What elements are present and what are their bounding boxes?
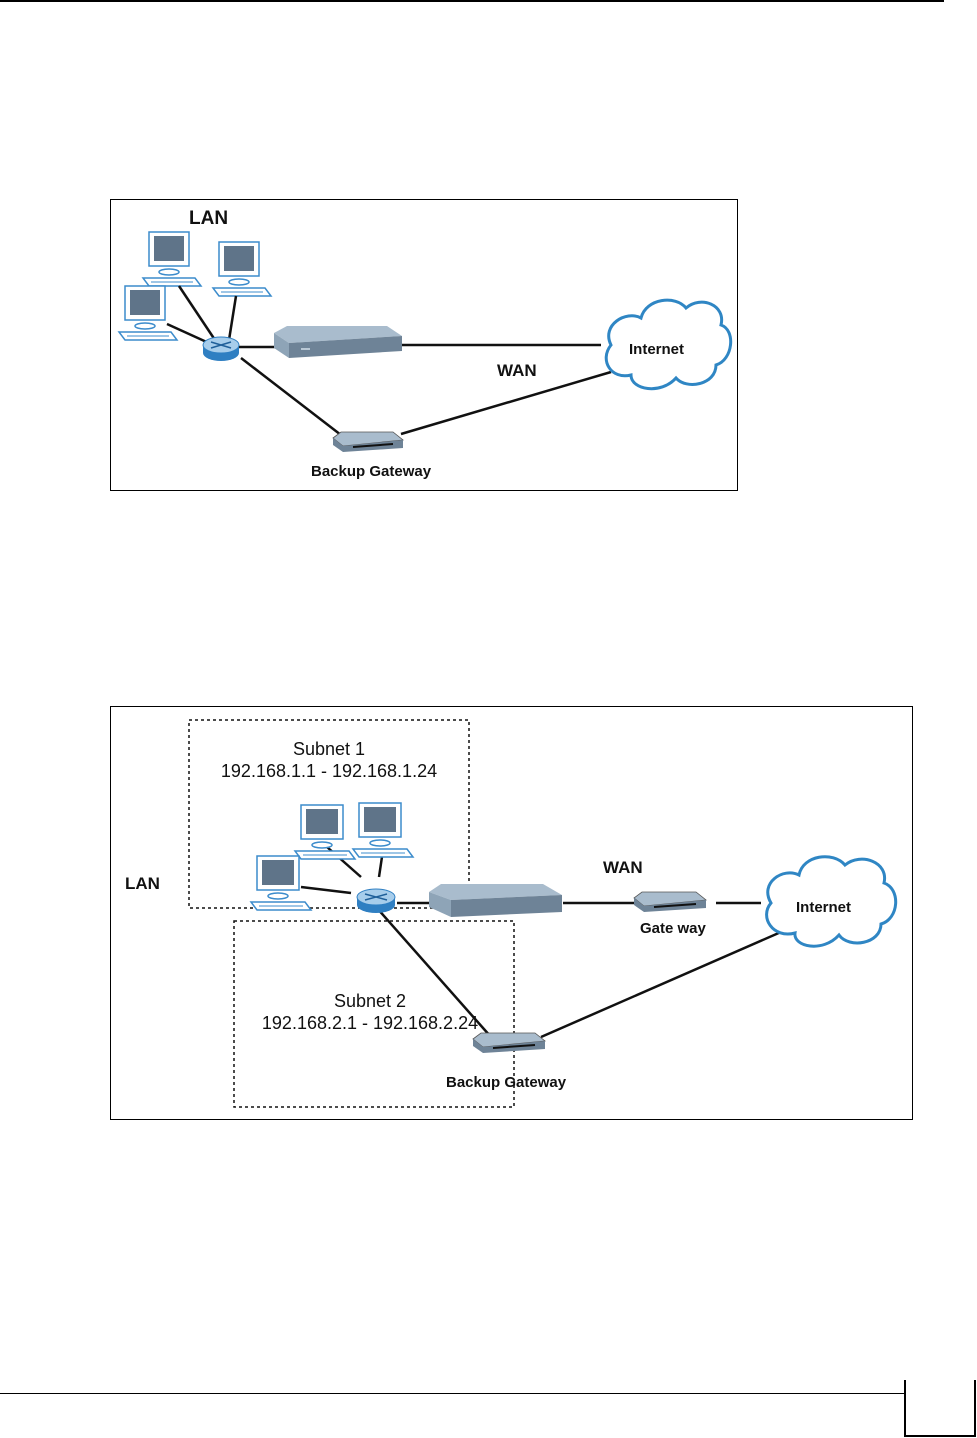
link-lines	[300, 846, 782, 1039]
lan-label: LAN	[189, 208, 228, 229]
router-icon	[356, 888, 396, 914]
backup-gateway-label: Backup Gateway	[446, 1074, 567, 1091]
gateway-label: Gate way	[640, 920, 707, 937]
link-lines	[166, 285, 612, 436]
subnet-1-name: Subnet 1	[293, 739, 365, 759]
router-icon	[202, 336, 240, 362]
internet-label: Internet	[629, 341, 684, 358]
gateway-icon	[633, 891, 707, 913]
backup-gateway-icon	[472, 1032, 546, 1054]
page-number-box	[904, 1380, 976, 1437]
lan-label: LAN	[125, 874, 160, 893]
wan-label: WAN	[497, 361, 537, 380]
footer-rule	[0, 1393, 904, 1394]
internet-cloud-icon	[765, 855, 898, 948]
lan-computer-2	[212, 241, 272, 297]
subnet-2-range: 192.168.2.1 - 192.168.2.24	[262, 1013, 478, 1033]
backup-gateway-icon	[332, 431, 404, 453]
subnet1-computer-2	[352, 802, 414, 858]
lan-computer-1	[142, 231, 202, 287]
figure-2-network-diagram: Subnet 1 192.168.1.1 - 192.168.1.24 Subn…	[110, 706, 913, 1120]
subnet-1-boundary	[188, 719, 470, 909]
lan-computer-3	[118, 285, 178, 341]
header-rule	[0, 0, 944, 2]
primary-device-icon	[429, 884, 562, 917]
subnet-1-range: 192.168.1.1 - 192.168.1.24	[221, 761, 437, 781]
subnet-2-name: Subnet 2	[334, 991, 406, 1011]
internet-label: Internet	[796, 899, 851, 916]
subnet1-computer-1	[294, 804, 356, 860]
subnet1-computer-3	[250, 855, 312, 911]
subnet-2-boundary	[233, 920, 515, 1108]
backup-gateway-label: Backup Gateway	[311, 463, 432, 480]
internet-cloud-icon	[604, 298, 732, 391]
primary-device-icon	[274, 326, 402, 358]
figure-1-network-diagram: LAN WAN Internet Backup Gateway	[110, 199, 738, 491]
wan-label: WAN	[603, 858, 643, 877]
